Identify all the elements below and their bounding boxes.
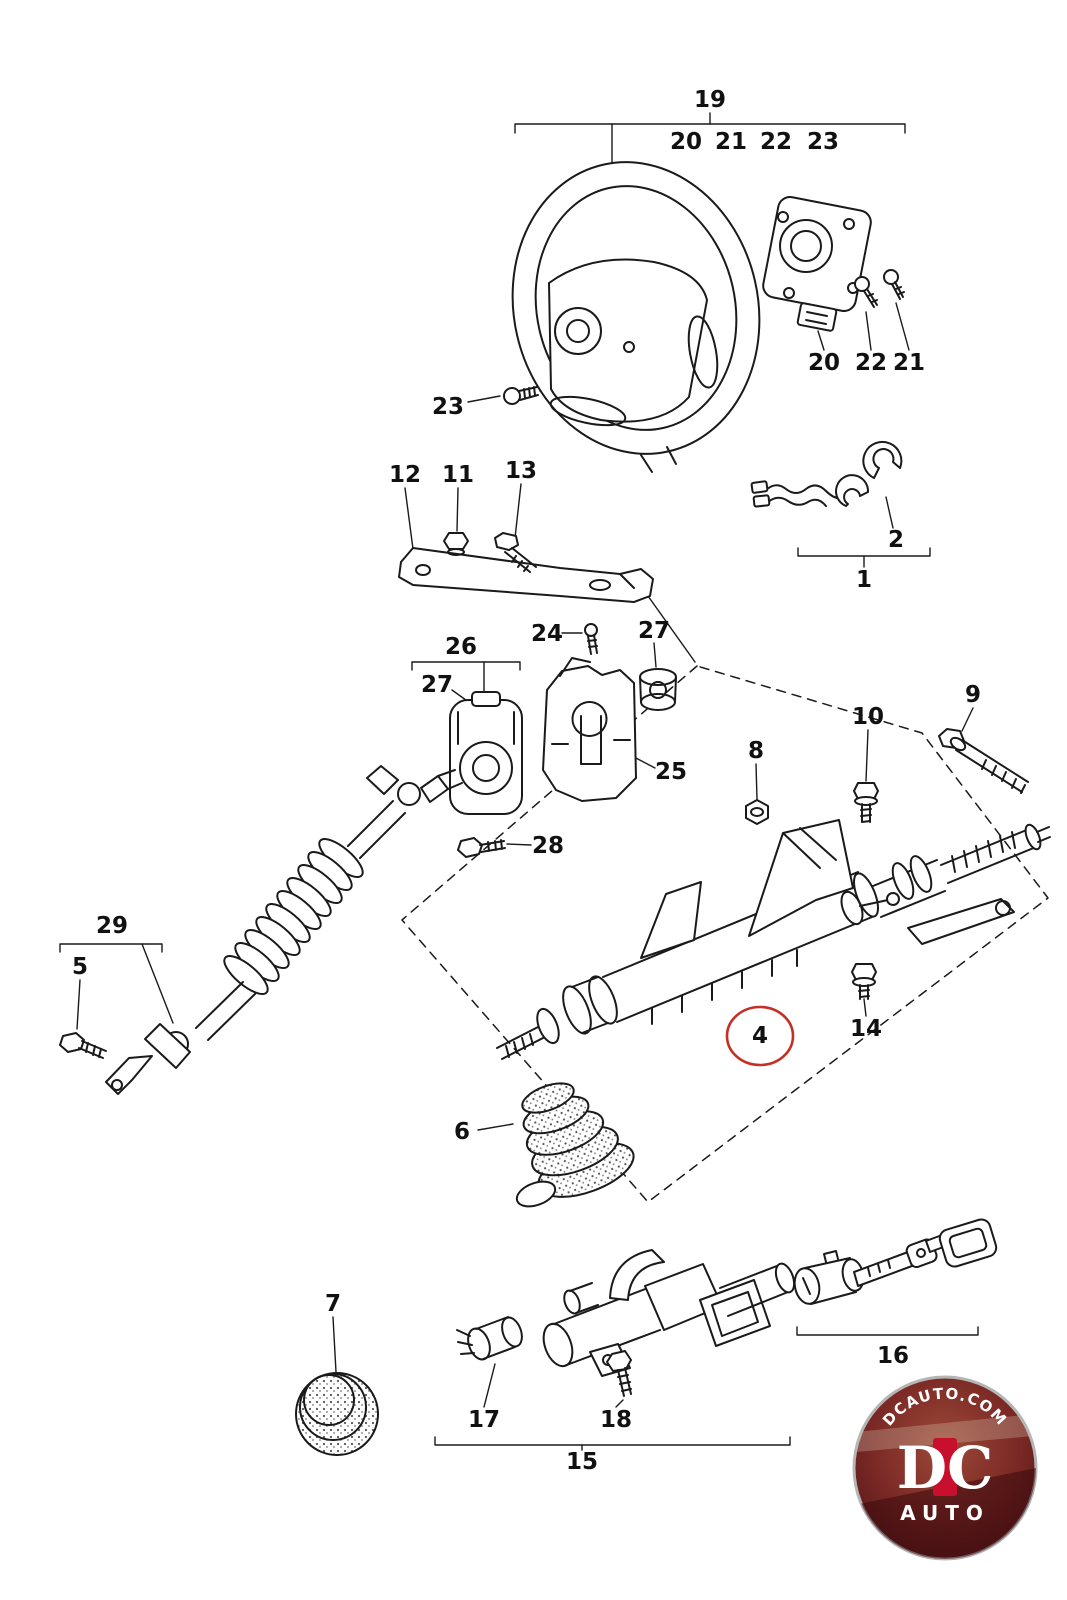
callout-c23a: 23 bbox=[807, 129, 839, 155]
wiring-and-clips bbox=[750, 441, 903, 508]
boot-6 bbox=[515, 1082, 635, 1208]
callout-c27a: 27 bbox=[638, 618, 670, 644]
callout-c22a: 22 bbox=[760, 129, 792, 155]
callout-c12: 12 bbox=[389, 462, 421, 488]
retainer-plate bbox=[542, 657, 637, 802]
bolt-18 bbox=[606, 1350, 632, 1397]
watermark-red-bar bbox=[933, 1438, 957, 1496]
callout-c1: 1 bbox=[856, 567, 872, 593]
callout-c21a: 21 bbox=[715, 129, 747, 155]
lock-housing bbox=[542, 1249, 796, 1377]
clamp-bracket bbox=[449, 691, 523, 815]
intermediate-shaft bbox=[59, 765, 463, 1095]
callout-c8: 8 bbox=[748, 738, 764, 764]
key bbox=[925, 1218, 998, 1268]
callout-c27b: 27 bbox=[421, 672, 453, 698]
callout-c17: 17 bbox=[468, 1407, 500, 1433]
callout-c13: 13 bbox=[505, 458, 537, 484]
highlight-circle bbox=[725, 1005, 795, 1067]
wheel-bolt bbox=[503, 386, 539, 405]
callout-c9: 9 bbox=[965, 682, 981, 708]
callout-c10: 10 bbox=[852, 704, 884, 730]
callout-c28: 28 bbox=[532, 833, 564, 859]
callout-c20b: 20 bbox=[808, 350, 840, 376]
dashed-enclosure bbox=[401, 665, 1049, 1203]
screw-24 bbox=[584, 623, 598, 655]
callout-c25: 25 bbox=[655, 759, 687, 785]
bushing-27 bbox=[639, 668, 677, 711]
watermark-word: AUTO bbox=[900, 1501, 990, 1525]
bolt-28 bbox=[457, 837, 506, 858]
watermark-logo: DCAUTO.COM DC AUTO bbox=[852, 1375, 1038, 1561]
contact-ring-unit bbox=[762, 196, 905, 332]
bolt-9 bbox=[938, 728, 1029, 794]
callout-c2: 2 bbox=[888, 527, 904, 553]
callout-c11: 11 bbox=[442, 462, 474, 488]
callout-c26: 26 bbox=[445, 634, 477, 660]
callout-c15: 15 bbox=[566, 1449, 598, 1475]
bolt-14 bbox=[851, 963, 877, 1000]
callout-c5: 5 bbox=[72, 954, 88, 980]
steering-column bbox=[496, 819, 1051, 1060]
callout-c16: 16 bbox=[877, 1343, 909, 1369]
key-blank bbox=[853, 1238, 938, 1287]
callout-c29: 29 bbox=[96, 913, 128, 939]
nut-8 bbox=[745, 799, 769, 825]
callout-c4: 4 bbox=[752, 1023, 768, 1049]
callout-c21b: 21 bbox=[893, 350, 925, 376]
callout-c22b: 22 bbox=[855, 350, 887, 376]
watermark-initials: DC bbox=[897, 1434, 993, 1502]
cap-7 bbox=[295, 1372, 379, 1456]
steering-wheel bbox=[511, 161, 761, 473]
support-bracket bbox=[398, 532, 654, 603]
callout-c23b: 23 bbox=[432, 394, 464, 420]
bolt-10 bbox=[853, 782, 879, 823]
callout-c18: 18 bbox=[600, 1407, 632, 1433]
callout-c19: 19 bbox=[694, 87, 726, 113]
callout-c20a: 20 bbox=[670, 129, 702, 155]
callout-c14: 14 bbox=[850, 1016, 882, 1042]
callout-c24: 24 bbox=[531, 621, 563, 647]
callout-c6: 6 bbox=[454, 1119, 470, 1145]
ignition-switch bbox=[456, 1316, 523, 1361]
callout-c7: 7 bbox=[325, 1291, 341, 1317]
